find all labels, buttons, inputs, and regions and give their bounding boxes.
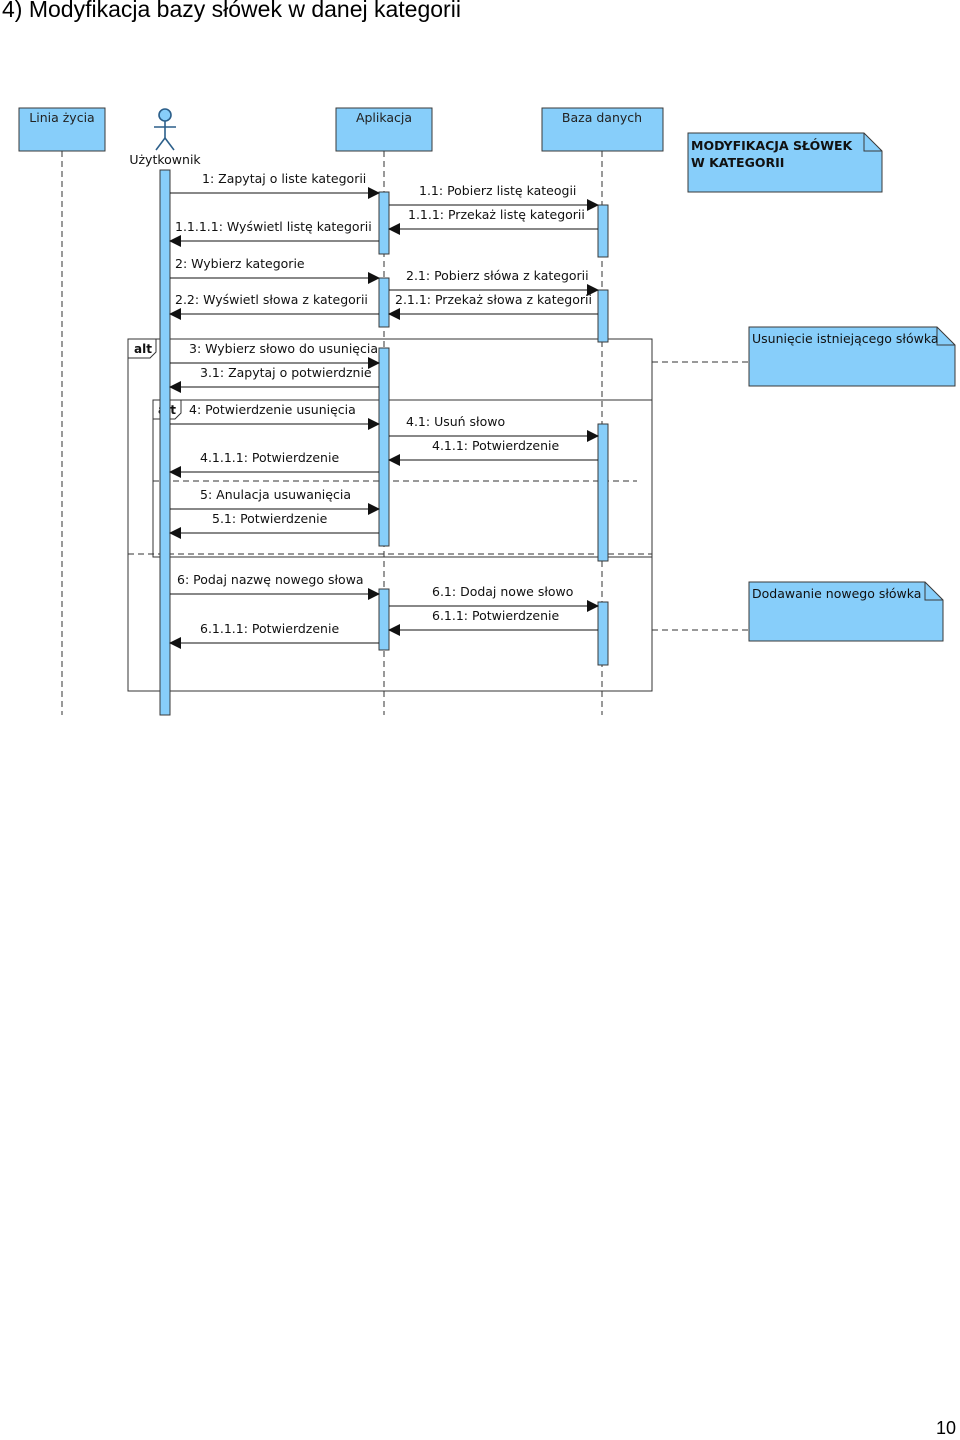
outer-alt-fragment: alt [127, 338, 653, 692]
label-m4: 4: Potwierdzenie usunięcia [189, 402, 356, 417]
activation-db-2 [597, 289, 609, 343]
label-m6-1: 6.1: Dodaj nowe słowo [432, 584, 573, 599]
svg-text:MODYFIKACJA SŁÓWEK: MODYFIKACJA SŁÓWEK [691, 138, 854, 153]
lifeline-header-app: Aplikacja [335, 107, 433, 152]
note-title: MODYFIKACJA SŁÓWEK W KATEGORII [687, 132, 883, 193]
label-m3-1: 3.1: Zapytaj o potwierdznie [200, 365, 372, 380]
actor-label: Użytkownik [129, 152, 201, 167]
label-m2: 2: Wybierz kategorie [175, 256, 305, 271]
lifeline-header-timeline: Linia życia [18, 107, 106, 152]
activation-app-1 [378, 191, 390, 255]
label-m2-2: 2.2: Wyświetl słowa z kategorii [175, 292, 368, 307]
svg-text:alt: alt [134, 342, 152, 356]
label-m4-1-1: 4.1.1: Potwierdzenie [432, 438, 560, 453]
label-m5-1: 5.1: Potwierdzenie [212, 511, 328, 526]
label-m4-1: 4.1: Usuń słowo [406, 414, 505, 429]
label-m2-1-1: 2.1.1: Przekaż słowa z kategorii [395, 292, 592, 307]
label-m6-1-1-1: 6.1.1.1: Potwierdzenie [200, 621, 339, 636]
note-add: Dodawanie nowego słówka [652, 581, 944, 642]
label-m1: 1: Zapytaj o liste kategorii [202, 171, 366, 186]
message-arrows [169, 187, 599, 649]
label-m1-1: 1.1: Pobierz listę kateogii [419, 183, 576, 198]
svg-text:Aplikacja: Aplikacja [356, 110, 412, 125]
page-number: 10 [935, 1418, 956, 1438]
label-m2-1: 2.1: Pobierz słówa z kategorii [406, 268, 589, 283]
label-m6: 6: Podaj nazwę nowego słowa [177, 572, 364, 587]
lifeline-header-db: Baza danych [541, 107, 664, 152]
activation-actor [159, 169, 171, 716]
label-m1-1-1-1: 1.1.1.1: Wyświetl listę kategorii [175, 219, 372, 234]
label-m6-1-1: 6.1.1: Potwierdzenie [432, 608, 560, 623]
label-m4-1-1-1: 4.1.1.1: Potwierdzenie [200, 450, 339, 465]
svg-text:Linia życia: Linia życia [29, 110, 94, 125]
activation-app-4 [378, 588, 390, 651]
message-labels: 1: Zapytaj o liste kategorii 1.1: Pobier… [175, 171, 592, 636]
activation-db-3 [597, 423, 609, 562]
activation-db-4 [597, 601, 609, 666]
sequence-diagram: Linia życia Aplikacja Baza danych Użytko… [18, 107, 956, 716]
page-heading: 4) Modyfikacja bazy słówek w danej kateg… [2, 0, 461, 22]
svg-text:Usunięcie istniejącego słówka: Usunięcie istniejącego słówka [752, 331, 939, 346]
label-m1-1-1: 1.1.1: Przekaż listę kategorii [408, 207, 585, 222]
svg-text:Dodawanie nowego słówka: Dodawanie nowego słówka [752, 586, 921, 601]
activation-bars [159, 169, 609, 716]
activation-app-3 [378, 347, 390, 547]
activation-app-2 [378, 277, 390, 328]
svg-text:Baza danych: Baza danych [562, 110, 642, 125]
activation-db-1 [597, 204, 609, 258]
label-m5: 5: Anulacja usuwanięcia [200, 487, 351, 502]
label-m3: 3: Wybierz słowo do usunięcia [189, 341, 378, 356]
note-delete: Usunięcie istniejącego słówka [652, 326, 956, 387]
actor-figure [154, 108, 176, 151]
svg-text:W KATEGORII: W KATEGORII [691, 155, 784, 170]
